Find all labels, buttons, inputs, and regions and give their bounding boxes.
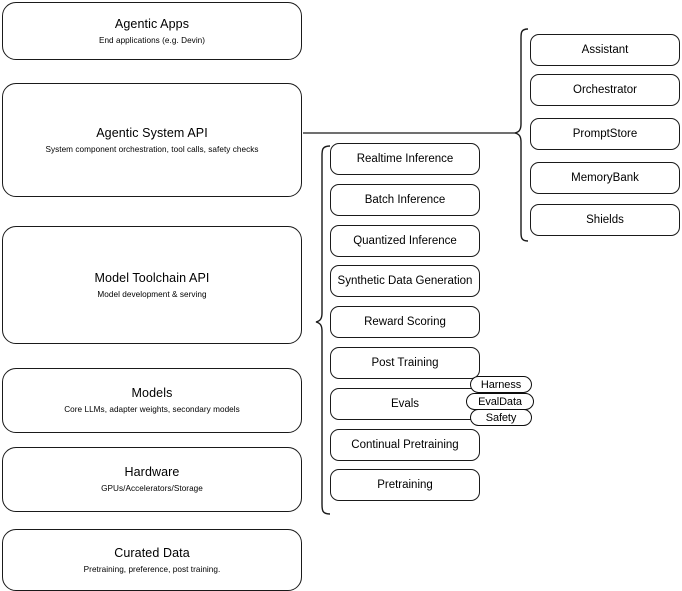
layer-title: Model Toolchain API	[94, 270, 210, 285]
component-orchestrator[interactable]: Orchestrator	[530, 74, 680, 106]
capability-evals[interactable]: Evals	[330, 388, 480, 420]
capability-label: Pretraining	[377, 479, 433, 491]
capability-synthetic-data-generation[interactable]: Synthetic Data Generation	[330, 265, 480, 297]
capability-label: Realtime Inference	[356, 153, 454, 165]
layer-subtitle: End applications (e.g. Devin)	[98, 35, 206, 45]
capability-label: Quantized Inference	[353, 235, 457, 247]
component-label: Assistant	[581, 44, 629, 56]
component-label: PromptStore	[572, 128, 638, 140]
component-shields[interactable]: Shields	[530, 204, 680, 236]
capability-label: Continual Pretraining	[351, 439, 459, 451]
layer-model-toolchain-api[interactable]: Model Toolchain API Model development & …	[2, 226, 302, 344]
component-assistant[interactable]: Assistant	[530, 34, 680, 66]
capability-label: Evals	[390, 398, 420, 410]
badge-label: Harness	[480, 378, 522, 391]
layer-models[interactable]: Models Core LLMs, adapter weights, secon…	[2, 368, 302, 433]
layer-title: Models	[131, 386, 173, 400]
component-label: MemoryBank	[571, 172, 639, 184]
capability-post-training[interactable]: Post Training	[330, 347, 480, 379]
brace-toolchain-capabilities	[315, 145, 331, 515]
layer-subtitle: System component orchestration, tool cal…	[45, 144, 259, 154]
layer-agentic-apps[interactable]: Agentic Apps End applications (e.g. Devi…	[2, 2, 302, 60]
component-promptstore[interactable]: PromptStore	[530, 118, 680, 150]
brace-system-components	[514, 28, 529, 242]
badge-evaldata[interactable]: EvalData	[466, 393, 534, 410]
badge-label: EvalData	[478, 395, 522, 408]
capability-label: Batch Inference	[364, 194, 446, 206]
capability-label: Post Training	[371, 357, 439, 369]
layer-hardware[interactable]: Hardware GPUs/Accelerators/Storage	[2, 447, 302, 512]
badge-label: Safety	[485, 411, 517, 424]
layer-subtitle: Pretraining, preference, post training.	[83, 564, 221, 574]
capability-realtime-inference[interactable]: Realtime Inference	[330, 143, 480, 175]
layer-title: Agentic Apps	[114, 16, 190, 31]
capability-quantized-inference[interactable]: Quantized Inference	[330, 225, 480, 257]
component-label: Orchestrator	[573, 84, 637, 96]
capability-reward-scoring[interactable]: Reward Scoring	[330, 306, 480, 338]
layer-agentic-system-api[interactable]: Agentic System API System component orch…	[2, 83, 302, 197]
layer-title: Curated Data	[114, 545, 190, 560]
capability-batch-inference[interactable]: Batch Inference	[330, 184, 480, 216]
badge-harness[interactable]: Harness	[470, 376, 532, 393]
layer-title: Agentic System API	[96, 125, 208, 140]
badge-safety[interactable]: Safety	[470, 409, 532, 426]
layer-title: Hardware	[124, 465, 180, 479]
layer-subtitle: Model development & serving	[97, 289, 207, 299]
layer-subtitle: Core LLMs, adapter weights, secondary mo…	[64, 405, 240, 414]
layer-curated-data[interactable]: Curated Data Pretraining, preference, po…	[2, 529, 302, 591]
capability-label: Synthetic Data Generation	[337, 275, 473, 287]
component-memorybank[interactable]: MemoryBank	[530, 162, 680, 194]
capability-continual-pretraining[interactable]: Continual Pretraining	[330, 429, 480, 461]
capability-label: Reward Scoring	[364, 316, 446, 328]
layer-subtitle: GPUs/Accelerators/Storage	[101, 484, 203, 493]
capability-pretraining[interactable]: Pretraining	[330, 469, 480, 501]
component-label: Shields	[586, 214, 624, 226]
